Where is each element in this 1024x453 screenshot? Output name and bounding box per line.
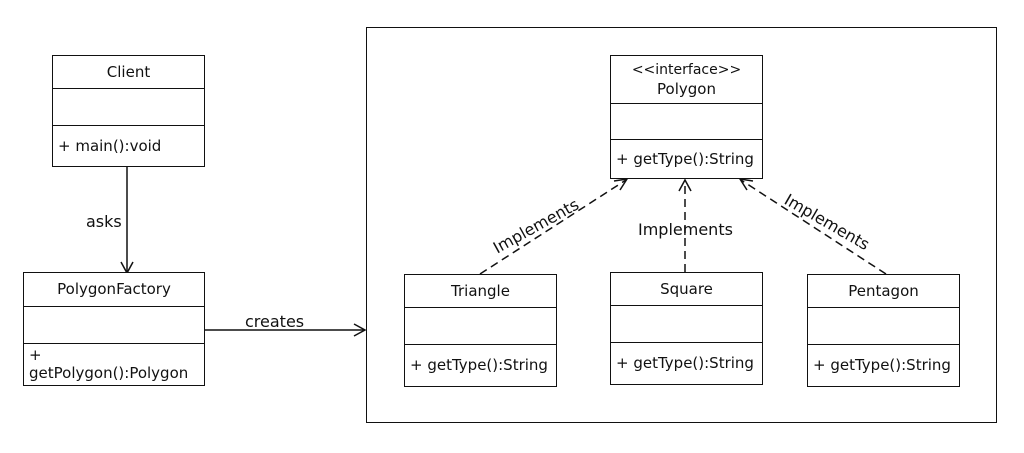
pentagon-class-name: Pentagon: [808, 275, 959, 308]
polygon-attributes: [611, 104, 762, 140]
square-operation: + getType():String: [616, 354, 754, 372]
pentagon-attributes: [808, 308, 959, 345]
asks-label: asks: [86, 212, 122, 231]
polygon-operation: + getType():String: [616, 149, 754, 168]
triangle-operation: + getType():String: [410, 356, 548, 374]
polygon-class-name: Polygon: [657, 79, 716, 98]
square-attributes: [611, 306, 762, 343]
triangle-implements-line: [479, 179, 627, 275]
pentagon-operation: + getType():String: [813, 356, 951, 374]
polygon-interface-header: <<interface>> Polygon: [611, 56, 762, 104]
pentagon-implements-arrowhead: [738, 178, 754, 191]
creates-arrowhead: [353, 323, 367, 337]
polygon-factory-attributes: [24, 307, 204, 344]
square-class-name: Square: [611, 273, 762, 306]
pentagon-class[interactable]: Pentagon + getType():String: [807, 274, 960, 387]
client-attributes: [53, 89, 204, 126]
polygon-interface-class[interactable]: <<interface>> Polygon + getType():String: [610, 55, 763, 179]
square-implements-label: Implements: [638, 220, 733, 239]
triangle-class[interactable]: Triangle + getType():String: [404, 274, 557, 387]
pentagon-implements-line: [740, 179, 887, 275]
client-class-name: Client: [53, 56, 204, 89]
polygon-factory-operation: + getPolygon():Polygon: [29, 346, 189, 382]
square-class[interactable]: Square + getType():String: [610, 272, 763, 385]
client-class[interactable]: Client + main():void: [52, 55, 205, 167]
triangle-class-name: Triangle: [405, 275, 556, 308]
square-implements-arrowhead: [678, 178, 692, 192]
client-operation: + main():void: [58, 136, 162, 155]
polygon-factory-class-name: PolygonFactory: [24, 273, 204, 307]
polygon-stereotype: <<interface>>: [631, 61, 742, 78]
triangle-attributes: [405, 308, 556, 345]
polygon-factory-class[interactable]: PolygonFactory + getPolygon():Polygon: [23, 272, 205, 386]
creates-label: creates: [245, 312, 305, 331]
polygon-package-frame: [366, 27, 997, 423]
triangle-implements-arrowhead: [613, 178, 629, 191]
